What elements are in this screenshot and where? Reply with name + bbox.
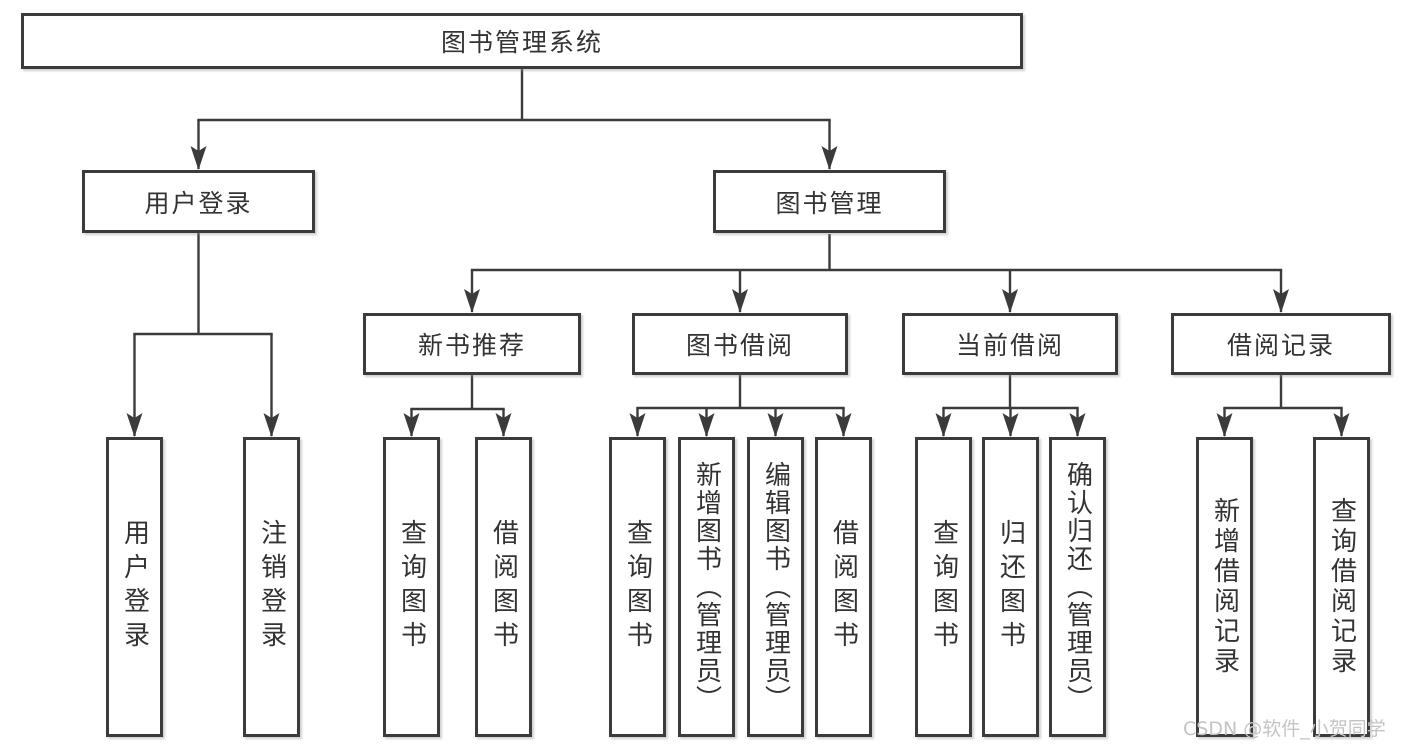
node-user-login-label: 用户登录 xyxy=(144,188,253,218)
leaf-return-books: 归还图书 xyxy=(982,437,1039,737)
connector-current-borrow-children xyxy=(935,375,1086,437)
node-new-book-recommend: 新书推荐 xyxy=(363,313,581,375)
leaf-query-books-borrow: 查询图书 xyxy=(609,437,666,737)
leaf-query-books-borrow-label: 查询图书 xyxy=(622,519,653,655)
csdn-watermark: CSDN @软件_小贺同学 xyxy=(1183,718,1386,740)
leaf-query-books-recommend-label: 查询图书 xyxy=(396,519,427,655)
leaf-logout: 注销登录 xyxy=(243,437,300,737)
leaf-user-login: 用户登录 xyxy=(106,437,163,737)
leaf-edit-books-admin-label: 编辑图书（管理员） xyxy=(760,461,791,713)
leaf-borrow-books-recommend: 借阅图书 xyxy=(475,437,532,737)
node-user-login: 用户登录 xyxy=(82,170,315,233)
leaf-add-borrow-record: 新增借阅记录 xyxy=(1196,437,1253,737)
leaf-borrow-books-recommend-label: 借阅图书 xyxy=(488,519,519,655)
leaf-query-books-current-label: 查询图书 xyxy=(928,519,959,655)
node-book-borrow-label: 图书借阅 xyxy=(685,331,794,360)
leaf-logout-label: 注销登录 xyxy=(256,519,287,655)
leaf-borrow-books: 借阅图书 xyxy=(815,437,872,737)
leaf-confirm-return-admin: 确认归还（管理员） xyxy=(1049,437,1106,737)
leaf-query-borrow-record: 查询借阅记录 xyxy=(1313,437,1370,737)
node-book-management: 图书管理 xyxy=(713,170,946,233)
connector-new-book-children xyxy=(403,375,512,437)
connector-user-login-children xyxy=(126,233,280,437)
leaf-confirm-return-admin-label: 确认归还（管理员） xyxy=(1062,461,1093,713)
leaf-return-books-label: 归还图书 xyxy=(995,519,1026,655)
leaf-add-books-admin-label: 新增图书（管理员） xyxy=(691,461,722,713)
node-current-borrow-label: 当前借阅 xyxy=(955,331,1064,360)
leaf-user-login-label: 用户登录 xyxy=(119,519,150,655)
node-current-borrow: 当前借阅 xyxy=(902,313,1118,375)
connector-book-management-sections xyxy=(464,234,1289,313)
node-borrow-records-label: 借阅记录 xyxy=(1226,331,1335,360)
node-book-management-label: 图书管理 xyxy=(775,188,884,218)
leaf-borrow-books-label: 借阅图书 xyxy=(828,519,859,655)
leaf-query-books-current: 查询图书 xyxy=(915,437,972,737)
connector-root-to-level1 xyxy=(190,69,838,170)
node-root: 图书管理系统 xyxy=(21,13,1023,69)
leaf-query-borrow-record-label: 查询借阅记录 xyxy=(1326,497,1357,677)
connector-book-borrow-children xyxy=(629,375,852,437)
leaf-add-books-admin: 新增图书（管理员） xyxy=(678,437,735,737)
leaf-query-books-recommend: 查询图书 xyxy=(383,437,440,737)
connector-borrow-records-children xyxy=(1216,375,1350,437)
node-new-book-recommend-label: 新书推荐 xyxy=(417,331,526,360)
leaf-add-borrow-record-label: 新增借阅记录 xyxy=(1209,497,1240,677)
leaf-edit-books-admin: 编辑图书（管理员） xyxy=(747,437,804,737)
node-root-label: 图书管理系统 xyxy=(440,28,603,57)
node-borrow-records: 借阅记录 xyxy=(1171,313,1391,375)
node-book-borrow: 图书借阅 xyxy=(632,313,848,375)
